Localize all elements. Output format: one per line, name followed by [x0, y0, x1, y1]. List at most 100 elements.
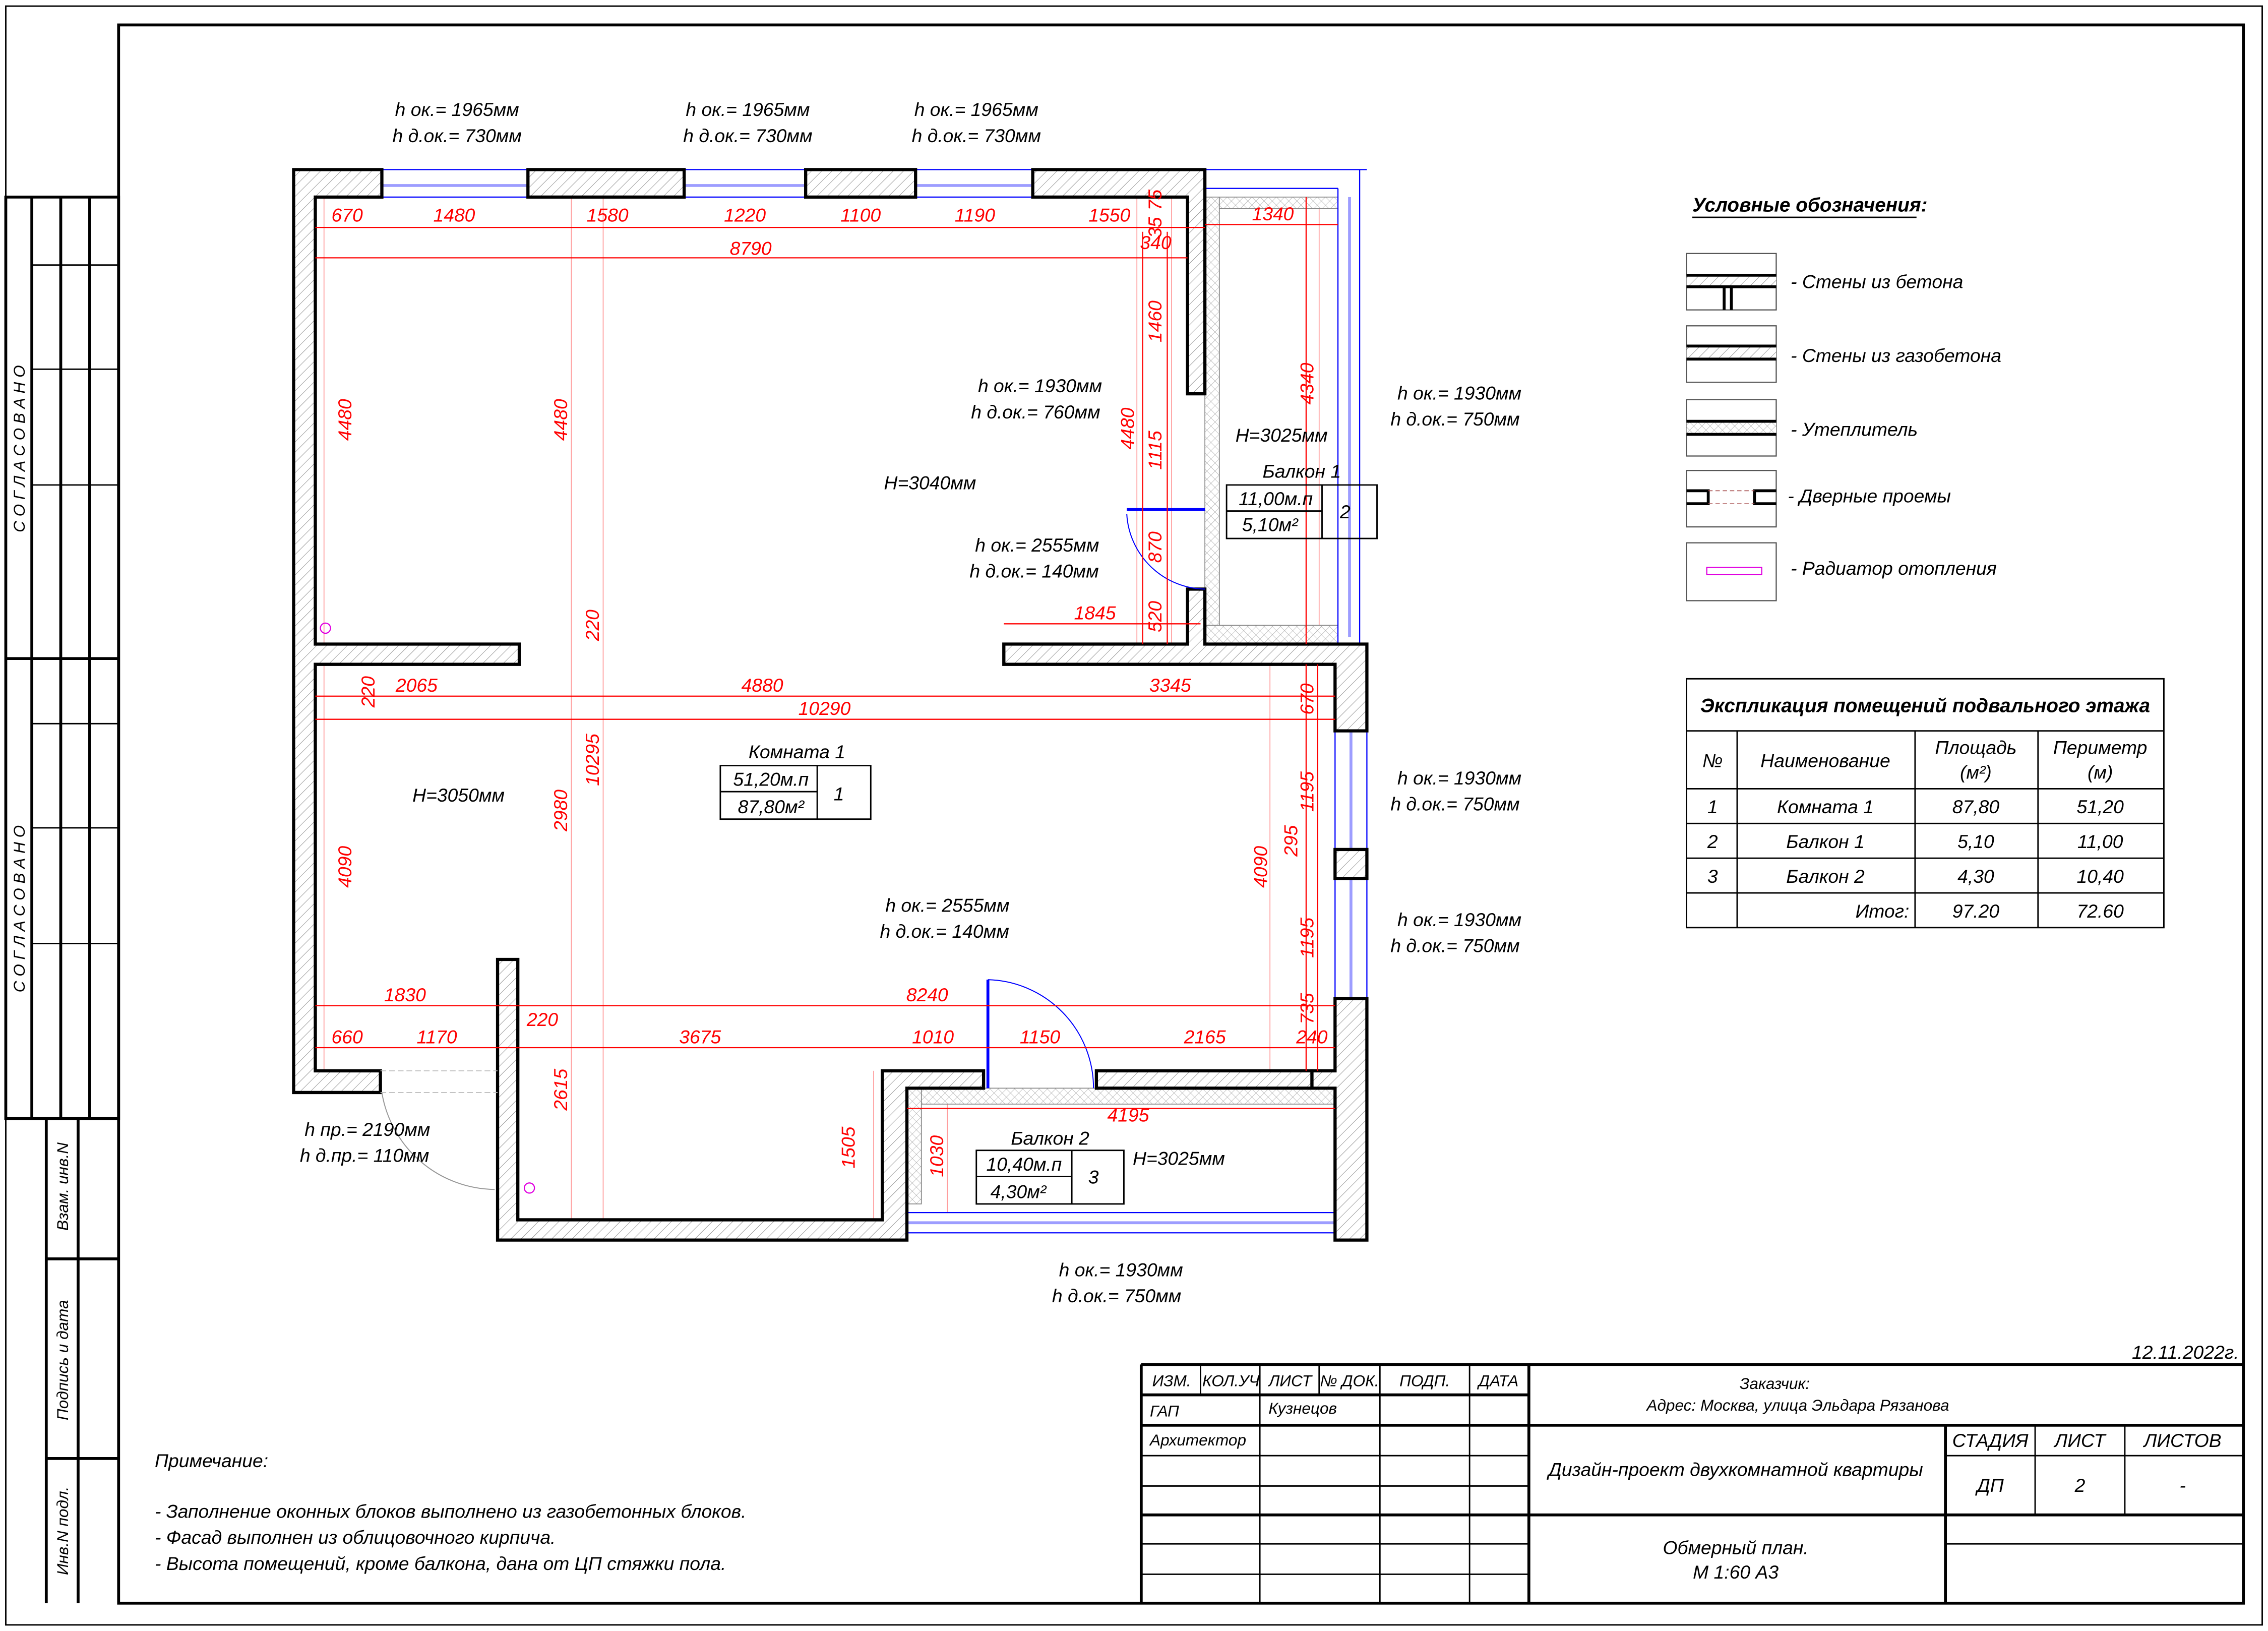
label: 4480: [550, 399, 571, 441]
label: 220: [582, 610, 603, 641]
window-glazing: [382, 169, 1368, 1234]
legend-item-door-openings: - Дверные проемы: [1686, 470, 1951, 528]
label: 8790: [730, 238, 772, 259]
approval-stamp: С О Г Л А С О В А Н О С О Г Л А С О В А …: [4, 196, 120, 1603]
approved-label-2: С О Г Л А С О В А Н О: [10, 825, 28, 993]
label: Периметр: [2053, 737, 2148, 758]
door-balcony1-swing: [1126, 514, 1205, 590]
label: h д.ок.= 730мм: [393, 125, 522, 146]
height-room-lower: H=3050мм: [412, 784, 505, 806]
label: ДП: [1975, 1475, 2004, 1496]
label: 3: [1707, 866, 1718, 887]
label: КОЛ.УЧ: [1202, 1371, 1260, 1390]
height-room-upper: H=3040мм: [884, 472, 976, 493]
label: 75: [1144, 190, 1166, 211]
label: - Дверные проемы: [1788, 485, 1951, 506]
label: 220: [357, 676, 379, 708]
label: Кузнецов: [1268, 1399, 1337, 1417]
label: -: [2180, 1475, 2186, 1496]
label: h д.ок.= 750мм: [1390, 935, 1519, 956]
label: 72.60: [2076, 900, 2124, 922]
wall-outer-left: [292, 168, 521, 1095]
wall-balcony2-partition: [1094, 1069, 1314, 1090]
legend-item-concrete: - Стены из бетона: [1686, 253, 1963, 311]
label: - Утеплитель: [1791, 418, 1918, 440]
label: 5,10: [1957, 831, 1994, 852]
label: - Радиатор отопления: [1791, 558, 1997, 579]
insulation-balcony2-side: [906, 1088, 922, 1204]
wall-pier-right: [1333, 848, 1369, 880]
room-label-balkon1: Балкон 1 11,00м.п 5,10м² 2: [1225, 461, 1378, 539]
label: 1220: [724, 205, 766, 226]
label: 1010: [912, 1026, 954, 1047]
label: 97.20: [1952, 900, 2000, 922]
label: h д.ок.= 730мм: [683, 125, 812, 146]
legend: Условные обозначения: - Стены из бетона …: [1686, 195, 2001, 601]
insulation-balcony2-top: [906, 1088, 1336, 1105]
window-glazing-fill: [382, 184, 1353, 1225]
entrance-opening: [380, 1070, 498, 1093]
label: Дизайн-проект двухкомнатной квартиры: [1547, 1459, 1923, 1480]
replaced-inv-label: Взам. инв.N: [53, 1142, 72, 1231]
label: Комната 1: [749, 741, 845, 762]
wall-lower-right: [1310, 997, 1369, 1242]
label: 1: [834, 783, 844, 804]
label: 4480: [334, 399, 355, 441]
radiator-marker: [320, 622, 331, 634]
label: 87,80м²: [738, 796, 805, 817]
label: 240: [1296, 1026, 1327, 1047]
inner-frame: [117, 23, 2245, 1605]
label: 1580: [587, 205, 629, 226]
label: 2615: [550, 1068, 571, 1111]
label: 1845: [1074, 602, 1116, 624]
label: h ок.= 2555мм: [975, 534, 1099, 556]
label: 10,40м.п: [987, 1154, 1062, 1175]
label: - Заполнение оконных блоков выполнено из…: [155, 1501, 746, 1522]
inv-original-label: Инв.N подл.: [53, 1487, 72, 1576]
label: 295: [1280, 825, 1302, 857]
label: h ок.= 1965мм: [686, 99, 810, 120]
dimension-labels-horizontal: 670 1480 1580 1220 1100 1190 1550 1340 8…: [332, 203, 1328, 1126]
label: 1170: [416, 1026, 457, 1047]
label: - Высота помещений, кроме балкона, дана …: [155, 1553, 726, 1574]
label: (м²): [1960, 761, 1992, 782]
table-total-row: Итог: 97.20 72.60: [1856, 900, 2124, 922]
label: Наименование: [1760, 750, 1890, 771]
wall-lower-left: [496, 957, 986, 1242]
legend-item-aerated-concrete: - Стены из газобетона: [1686, 325, 2001, 383]
label: 4195: [1108, 1104, 1149, 1125]
label: Итог:: [1856, 900, 1910, 922]
window-note: h ок.= 1930мм h д.ок.= 750мм: [1052, 1259, 1183, 1306]
label: Балкон 1: [1786, 831, 1865, 852]
explication-table: Экспликация помещений подвального этажа …: [1686, 678, 2165, 929]
label: h д.пр.= 110мм: [300, 1145, 429, 1166]
label: Балкон 2: [1786, 866, 1865, 887]
label: Экспликация помещений подвального этажа: [1700, 695, 2150, 716]
wall-middle: [1002, 587, 1369, 733]
insulation-balcony1-bottom: [1204, 625, 1338, 645]
label: 10,40: [2076, 866, 2124, 887]
label: 1195: [1296, 771, 1317, 812]
label: 3: [1088, 1167, 1099, 1188]
label: 2980: [550, 790, 571, 832]
label: 735: [1296, 993, 1317, 1024]
label: h д.ок.= 750мм: [1052, 1285, 1181, 1306]
label: 2065: [395, 675, 438, 696]
label: h д.ок.= 750мм: [1390, 408, 1519, 430]
label: 10295: [582, 734, 603, 786]
legend-item-radiator: - Радиатор отопления: [1686, 542, 1997, 601]
label: h д.ок.= 730мм: [912, 125, 1041, 146]
label: h ок.= 1930мм: [1059, 1259, 1183, 1280]
label: 1190: [955, 205, 995, 226]
label: №: [1702, 750, 1723, 771]
door-balcony2-swing: [988, 979, 1094, 1089]
